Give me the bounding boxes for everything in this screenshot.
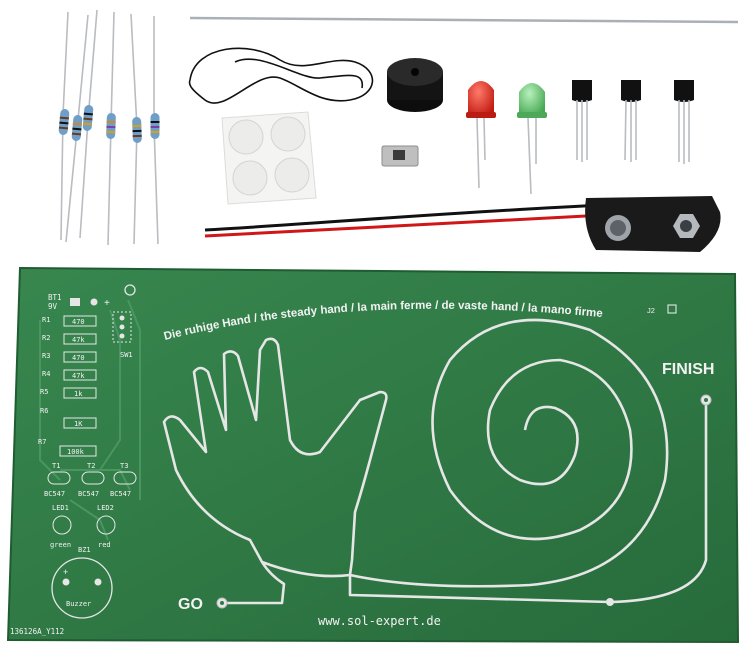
switch-label: SW1 — [120, 351, 133, 359]
resistor-ref: R5 — [40, 388, 48, 396]
spiral-track — [348, 318, 669, 604]
website-label: www.sol-expert.de — [318, 614, 441, 628]
rubber-feet — [221, 111, 317, 205]
coiled-wire — [188, 47, 374, 104]
led-silkscreen: LED1 green LED2 red — [50, 504, 116, 549]
transistor-ref: T3 — [120, 462, 128, 470]
resistor-value: 1K — [74, 420, 83, 428]
connector-label: J2 — [647, 306, 655, 315]
finish-track — [609, 400, 708, 604]
resistor-silkscreen: R1 470 R2 47k R3 470 R4 47k R5 1k R6 1K … — [38, 315, 97, 457]
resistor-ref: R1 — [42, 316, 50, 324]
transistor-type: BC547 — [44, 490, 65, 498]
battery-plus-sign: + — [104, 298, 110, 309]
resistor-value: 47k — [72, 336, 85, 344]
battery-clip — [204, 196, 721, 252]
wire-rod — [189, 16, 739, 24]
transistor-ref: T2 — [87, 462, 95, 470]
resistor-value: 470 — [72, 318, 85, 326]
buzzer-plus-sign: + — [63, 567, 68, 577]
resistor-value: 47k — [72, 372, 85, 380]
battery-label: BT1 — [48, 293, 62, 302]
buzzer-part — [387, 58, 443, 112]
transistor-type: BC547 — [78, 490, 99, 498]
battery-voltage-label: 9V — [48, 302, 58, 311]
transistors — [572, 80, 694, 164]
transistor-silkscreen: T1 BC547 T2 BC547 T3 BC547 — [44, 462, 137, 498]
start-label: GO — [178, 596, 203, 613]
buzzer-label: Buzzer — [66, 600, 91, 608]
red-led — [466, 81, 496, 189]
hand-track — [162, 337, 388, 605]
resistor-ref: R2 — [42, 334, 50, 342]
resistor-value: 100k — [67, 448, 85, 456]
resistor-bodies — [58, 105, 160, 143]
slide-switch — [381, 145, 419, 167]
led-ref: LED1 — [52, 504, 69, 512]
resistor-ref: R7 — [38, 438, 46, 446]
resistor-value: 470 — [72, 354, 85, 362]
resistor-ref: R4 — [42, 370, 50, 378]
part-number-label: 136126A_Y112 — [10, 627, 64, 636]
resistor-ref: R6 — [40, 407, 48, 415]
buzzer-ref: BZ1 — [78, 546, 91, 554]
finish-label: FINISH — [662, 361, 714, 378]
green-led — [517, 83, 547, 195]
transistor-type: BC547 — [110, 490, 131, 498]
resistor-ref: R3 — [42, 352, 50, 360]
led-color: green — [50, 541, 71, 549]
led-ref: LED2 — [97, 504, 114, 512]
transistor-ref: T1 — [52, 462, 60, 470]
buzzer-silkscreen: BZ1 + Buzzer — [51, 546, 113, 619]
resistor-value: 1k — [74, 390, 83, 398]
led-color: red — [98, 541, 111, 549]
pcb-board: Die ruhige Hand / the steady hand / la m… — [6, 266, 740, 644]
